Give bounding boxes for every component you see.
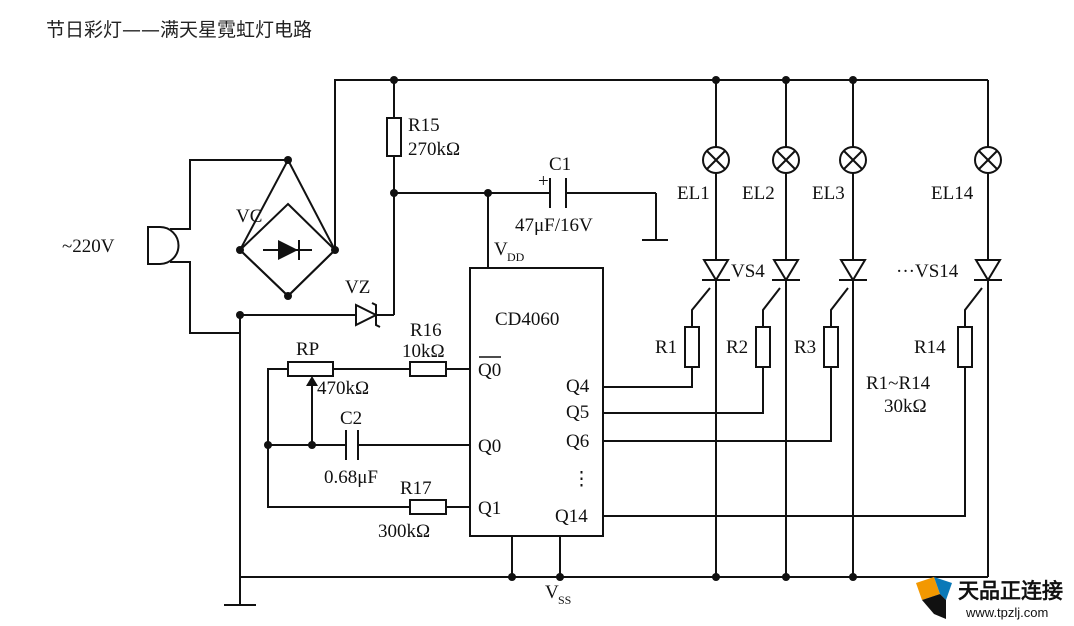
thyristor-14-icon: [974, 259, 1002, 282]
lamps: [702, 146, 1002, 174]
pin-q5: Q5: [566, 402, 589, 423]
r17-value: 300kΩ: [378, 521, 430, 542]
watermark: 天品正连接 www.tpzlj.com: [916, 577, 1063, 620]
pin-q6: Q6: [566, 431, 589, 452]
thyristors: [702, 259, 1002, 282]
resistor-label-r2: R2: [726, 337, 748, 358]
resistor-label-r14: R14: [914, 337, 946, 358]
pin-q0-bar: Q0: [478, 360, 501, 381]
thyristor-label-vs4: VS4: [731, 261, 765, 282]
lamp-label-el2: EL2: [742, 183, 775, 204]
c1-value: 47μF/16V: [515, 215, 593, 236]
brand-name: 天品正连接: [958, 579, 1063, 603]
rp-name: RP: [296, 339, 319, 360]
diagram-title: 节日彩灯——满天星霓虹灯电路: [46, 19, 312, 41]
brand-url: www.tpzlj.com: [965, 605, 1048, 620]
resistor-label-r3: R3: [794, 337, 816, 358]
thyristor-label-vs14: ···VS14: [896, 261, 959, 282]
thyristor-1-icon: [702, 259, 730, 282]
lamp-el3-icon: [839, 146, 867, 174]
vss-label: V: [545, 582, 559, 603]
c1-polarity: +: [538, 171, 549, 192]
pin-q1: Q1: [478, 498, 501, 519]
rp-potentiometer: [287, 361, 334, 395]
r16-name: R16: [410, 320, 442, 341]
c2-name: C2: [340, 408, 362, 429]
lamp-el2-icon: [772, 146, 800, 174]
c1-name: C1: [549, 154, 571, 175]
vdd-sub-label: DD: [507, 250, 525, 264]
pin-q4: Q4: [566, 376, 590, 397]
pin-ellipsis: ⋮: [572, 469, 591, 490]
vss-sub-label: SS: [558, 593, 571, 607]
resistor-label-r1: R1: [655, 337, 677, 358]
resistor-range-value: 30kΩ: [884, 396, 927, 417]
ic-name: CD4060: [495, 309, 559, 330]
r17-resistor: [409, 499, 447, 515]
bridge-rectifier: [238, 157, 337, 298]
pin-q14: Q14: [555, 506, 588, 527]
bridge-label: VC: [236, 206, 262, 227]
r15-value: 270kΩ: [408, 139, 460, 160]
gate-resistors: [684, 326, 973, 368]
thyristor-2-icon: [772, 259, 800, 282]
lamp-label-el3: EL3: [812, 183, 845, 204]
r16-value: 10kΩ: [402, 341, 445, 362]
lamp-label-el1: EL1: [677, 183, 710, 204]
thyristor-3-icon: [839, 259, 867, 282]
r17-name: R17: [400, 478, 432, 499]
lamp-el1-icon: [702, 146, 730, 174]
input-voltage-label: ~220V: [62, 236, 115, 257]
r16-resistor: [409, 361, 447, 377]
brand-logo-icon: [916, 577, 952, 619]
vdd-label: V: [494, 239, 508, 260]
zener-diode: [355, 302, 381, 328]
input-plug: [147, 226, 180, 265]
r15-resistor: [386, 117, 402, 157]
zener-label: VZ: [345, 277, 370, 298]
lamp-el14-icon: [974, 146, 1002, 174]
c2-capacitor: [345, 430, 359, 460]
pin-q0: Q0: [478, 436, 501, 457]
r15-name: R15: [408, 115, 440, 136]
cd4060-ic: [469, 267, 604, 537]
rp-value: 470kΩ: [317, 378, 369, 399]
c1-capacitor: [549, 178, 567, 208]
lamp-label-el14: EL14: [931, 183, 974, 204]
c2-value: 0.68μF: [324, 467, 378, 488]
resistor-range-label: R1~R14: [866, 373, 931, 394]
